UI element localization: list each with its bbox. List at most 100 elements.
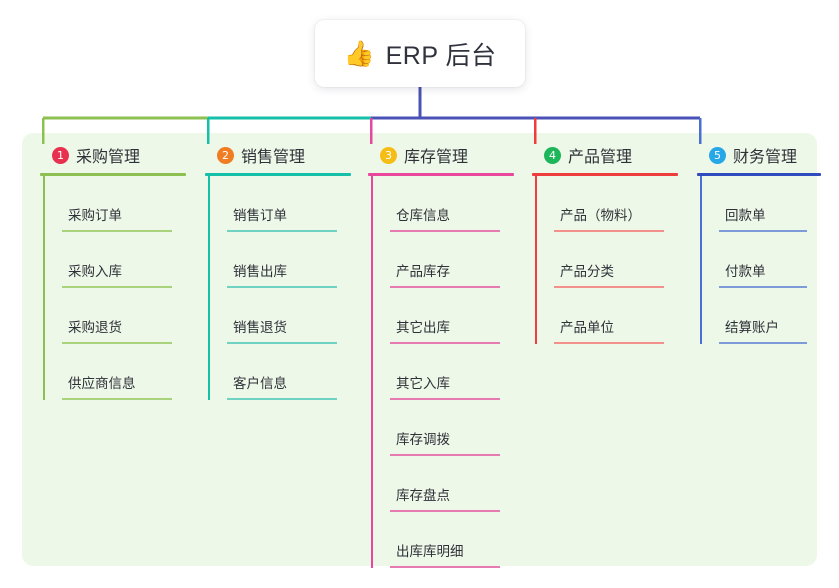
leaf-label: 出库库明细 (396, 544, 464, 559)
branch-header-5[interactable]: 5 财务管理 (697, 142, 825, 168)
root-node[interactable]: 👍 ERP 后台 (315, 20, 525, 87)
branch-number-badge: 3 (380, 146, 397, 164)
leaf-rule (227, 398, 337, 400)
leaf-rule (719, 286, 807, 288)
root-node-content: 👍 ERP 后台 (343, 36, 496, 72)
leaf-label: 库存调拨 (396, 432, 450, 447)
leaf-item[interactable]: 库存盘点 (390, 456, 518, 512)
leaf-rule (719, 230, 807, 232)
branch-column-3: 3 库存管理仓库信息产品库存其它出库其它入库库存调拨库存盘点出库库明细 (368, 142, 518, 568)
leaf-label: 采购退货 (68, 320, 122, 335)
leaf-label: 产品库存 (396, 264, 450, 279)
branch-number-badge: 4 (544, 146, 561, 164)
root-node-title: ERP 后台 (385, 41, 497, 70)
leaf-rule (554, 342, 664, 344)
branch-number-badge: 2 (217, 146, 234, 164)
leaf-rule (390, 398, 500, 400)
branch-spine (371, 176, 373, 568)
branch-column-1: 1 采购管理采购订单采购入库采购退货供应商信息 (40, 142, 190, 400)
branch-header-rule (368, 173, 514, 176)
branch-column-5: 5 财务管理回款单付款单结算账户 (697, 142, 825, 344)
leaf-rule (554, 286, 664, 288)
branch-spine (700, 176, 702, 344)
branch-header-rule (697, 173, 821, 176)
leaf-rule (390, 286, 500, 288)
leaf-label: 结算账户 (725, 320, 779, 335)
leaf-rule (390, 454, 500, 456)
leaf-label: 产品分类 (560, 264, 614, 279)
leaf-item[interactable]: 采购退货 (62, 288, 190, 344)
leaf-label: 回款单 (725, 208, 766, 223)
leaf-item[interactable]: 其它出库 (390, 288, 518, 344)
leaf-item[interactable]: 库存调拨 (390, 400, 518, 456)
leaf-item[interactable]: 产品分类 (554, 232, 682, 288)
branch-column-4: 4 产品管理产品（物料） 产品分类产品单位 (532, 142, 682, 344)
leaf-item[interactable]: 仓库信息 (390, 176, 518, 232)
leaf-item[interactable]: 回款单 (719, 176, 825, 232)
leaf-rule (227, 342, 337, 344)
leaf-label: 其它出库 (396, 320, 450, 335)
leaf-label: 供应商信息 (68, 376, 136, 391)
branch-leaf-list: 销售订单销售出库销售退货客户信息 (205, 176, 355, 400)
leaf-item[interactable]: 销售退货 (227, 288, 355, 344)
branch-header-1[interactable]: 1 采购管理 (40, 142, 190, 168)
leaf-item[interactable]: 销售订单 (227, 176, 355, 232)
leaf-rule (227, 230, 337, 232)
leaf-rule (390, 566, 500, 568)
leaf-item[interactable]: 采购入库 (62, 232, 190, 288)
leaf-rule (62, 398, 172, 400)
leaf-rule (554, 230, 664, 232)
leaf-item[interactable]: 供应商信息 (62, 344, 190, 400)
branch-title: 财务管理 (733, 149, 798, 166)
leaf-item[interactable]: 出库库明细 (390, 512, 518, 568)
leaf-rule (62, 286, 172, 288)
leaf-rule (390, 510, 500, 512)
leaf-rule (62, 342, 172, 344)
branch-column-2: 2 销售管理销售订单销售出库销售退货客户信息 (205, 142, 355, 400)
branch-header-rule (40, 173, 186, 176)
leaf-label: 销售退货 (233, 320, 287, 335)
branch-title: 库存管理 (404, 149, 469, 166)
branch-number-badge: 5 (709, 146, 726, 164)
branch-title: 采购管理 (76, 149, 141, 166)
leaf-rule (390, 342, 500, 344)
branch-leaf-list: 产品（物料） 产品分类产品单位 (532, 176, 682, 344)
branch-title: 产品管理 (568, 149, 633, 166)
branch-number-badge: 1 (52, 146, 69, 164)
leaf-label: 产品单位 (560, 320, 614, 335)
leaf-item[interactable]: 结算账户 (719, 288, 825, 344)
leaf-label: 采购入库 (68, 264, 122, 279)
branch-leaf-list: 仓库信息产品库存其它出库其它入库库存调拨库存盘点出库库明细 (368, 176, 518, 568)
branch-spine (208, 176, 210, 400)
leaf-label: 产品（物料） (560, 208, 641, 223)
leaf-item[interactable]: 其它入库 (390, 344, 518, 400)
leaf-item[interactable]: 销售出库 (227, 232, 355, 288)
leaf-rule (227, 286, 337, 288)
leaf-label: 客户信息 (233, 376, 287, 391)
leaf-item[interactable]: 产品库存 (390, 232, 518, 288)
leaf-label: 付款单 (725, 264, 766, 279)
branch-leaf-list: 回款单付款单结算账户 (697, 176, 825, 344)
leaf-label: 销售出库 (233, 264, 287, 279)
leaf-label: 采购订单 (68, 208, 122, 223)
branch-spine (43, 176, 45, 400)
leaf-label: 库存盘点 (396, 488, 450, 503)
leaf-rule (62, 230, 172, 232)
branch-title: 销售管理 (241, 149, 306, 166)
branch-header-4[interactable]: 4 产品管理 (532, 142, 682, 168)
branch-header-rule (205, 173, 351, 176)
branch-spine (535, 176, 537, 344)
leaf-label: 仓库信息 (396, 208, 450, 223)
leaf-item[interactable]: 付款单 (719, 232, 825, 288)
leaf-item[interactable]: 产品单位 (554, 288, 682, 344)
leaf-rule (719, 342, 807, 344)
leaf-item[interactable]: 产品（物料） (554, 176, 682, 232)
thumbs-up-icon: 👍 (343, 39, 375, 68)
leaf-item[interactable]: 采购订单 (62, 176, 190, 232)
leaf-label: 销售订单 (233, 208, 287, 223)
leaf-item[interactable]: 客户信息 (227, 344, 355, 400)
branch-header-2[interactable]: 2 销售管理 (205, 142, 355, 168)
branch-leaf-list: 采购订单采购入库采购退货供应商信息 (40, 176, 190, 400)
branch-header-3[interactable]: 3 库存管理 (368, 142, 518, 168)
